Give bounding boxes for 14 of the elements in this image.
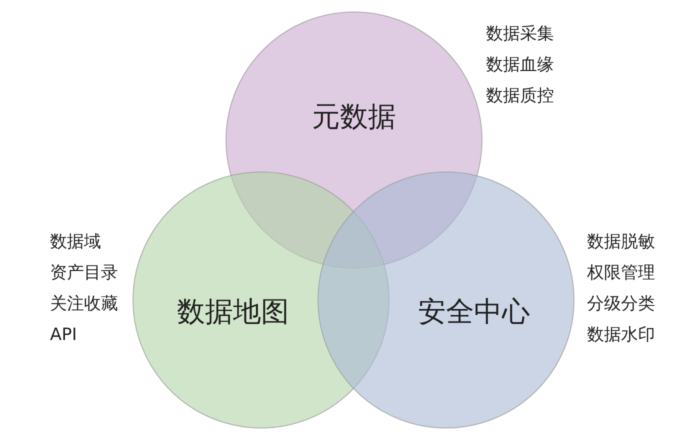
list-item-text: API [50, 326, 77, 346]
list-item-text: 数据脱敏 [587, 233, 655, 253]
list-item-text: 关注收藏 [50, 295, 118, 315]
circle-label: 元数据 [312, 100, 396, 134]
list-item-text: 数据采集 [486, 25, 554, 45]
circle-label: 安全中心 [418, 296, 530, 328]
list-item-text: 权限管理 [587, 264, 655, 284]
list-item-text: 分级分类 [587, 295, 655, 315]
list-item-text: 资产目录 [50, 264, 118, 284]
list-item-text: 数据域 [50, 233, 101, 253]
circle-label: 数据地图 [177, 296, 289, 328]
list-item-text: 数据质控 [486, 87, 554, 107]
list-item-text: 数据水印 [587, 326, 655, 346]
list-item-text: 数据血缘 [486, 56, 554, 76]
